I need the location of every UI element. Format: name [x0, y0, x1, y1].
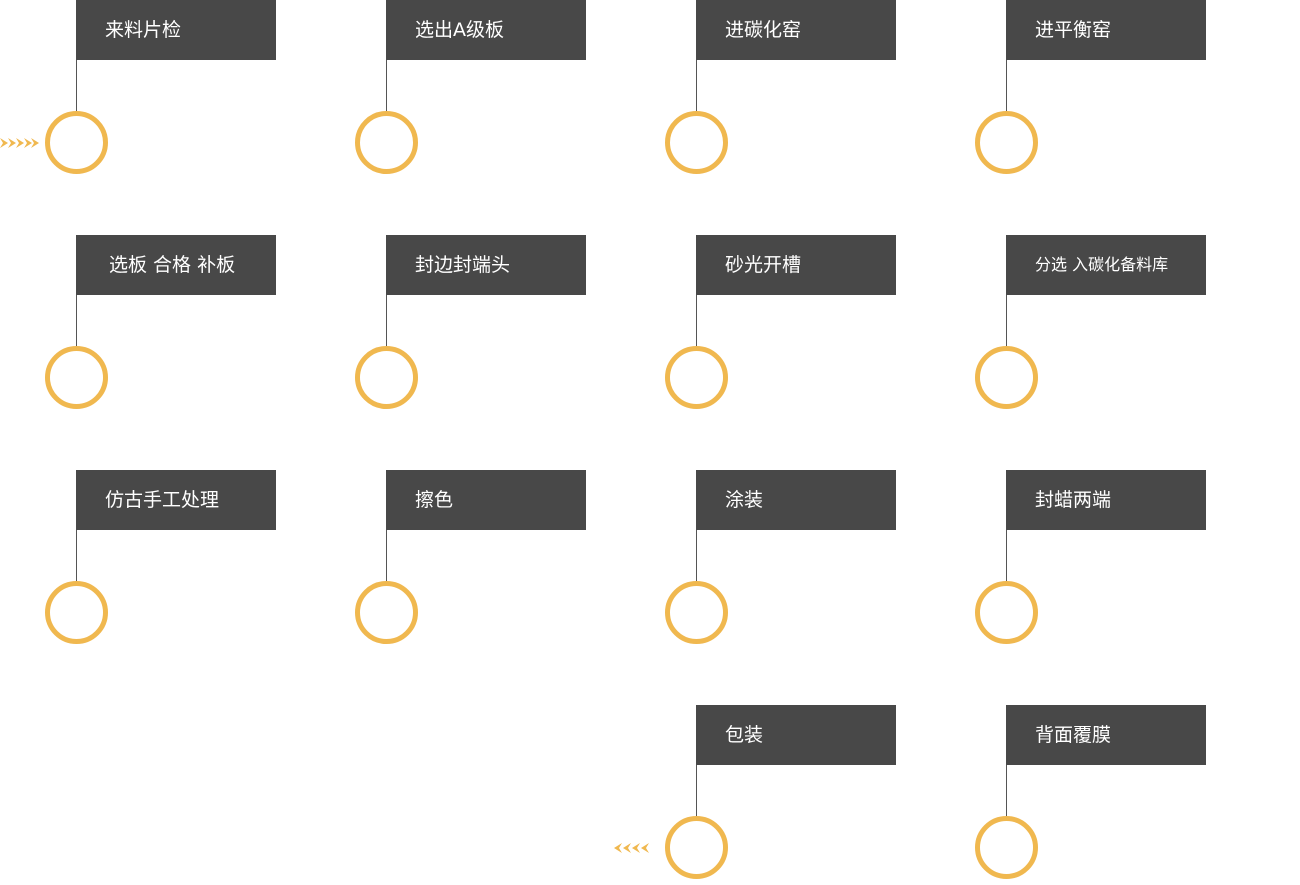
process-step-edge-sealing: 封边封端头 — [355, 235, 586, 415]
step-label-box: 进碳化窑 — [696, 0, 896, 60]
step-label-box: 包装 — [696, 705, 896, 765]
step-label-box: 涂装 — [696, 470, 896, 530]
process-step-incoming-inspection: 来料片检 — [45, 0, 276, 180]
process-step-sanding-grooving: 砂光开槽 — [665, 235, 896, 415]
process-step-balance-kiln: 进平衡窑 — [975, 0, 1206, 180]
step-label: 仿古手工处理 — [105, 488, 220, 511]
connector-line — [1006, 530, 1007, 584]
step-node-circle — [975, 816, 1038, 879]
step-label-box: 背面覆膜 — [1006, 705, 1206, 765]
step-label-box: 仿古手工处理 — [76, 470, 276, 530]
connector-line — [696, 60, 697, 114]
connector-line — [386, 530, 387, 584]
step-node-circle — [45, 581, 108, 644]
connector-line — [76, 295, 77, 349]
step-label-box: 来料片检 — [76, 0, 276, 60]
connector-line — [386, 60, 387, 114]
process-step-select-a-grade: 选出A级板 — [355, 0, 586, 180]
step-label: 擦色 — [415, 488, 454, 511]
step-label: 进平衡窑 — [1035, 18, 1112, 41]
step-label-box: 进平衡窑 — [1006, 0, 1206, 60]
step-node-circle — [665, 346, 728, 409]
step-node-circle — [355, 111, 418, 174]
connector-line — [1006, 765, 1007, 819]
step-node-circle — [45, 111, 108, 174]
step-label: 包装 — [725, 723, 764, 746]
step-label-box: 砂光开槽 — [696, 235, 896, 295]
process-step-back-film: 背面覆膜 — [975, 705, 1206, 885]
connector-line — [1006, 295, 1007, 349]
step-label: 涂装 — [725, 488, 764, 511]
step-label: 封边封端头 — [415, 253, 511, 276]
connector-line — [696, 295, 697, 349]
step-label-box: 分选 入碳化备料库 — [1006, 235, 1206, 295]
process-step-wax-sealing: 封蜡两端 — [975, 470, 1206, 650]
step-node-circle — [975, 111, 1038, 174]
chevron-left-arrows-icon — [614, 841, 654, 855]
step-label-box: 选出A级板 — [386, 0, 586, 60]
step-label: 分选 入碳化备料库 — [1035, 255, 1169, 274]
connector-line — [386, 295, 387, 349]
step-label: 来料片检 — [105, 18, 182, 41]
step-node-circle — [45, 346, 108, 409]
connector-line — [696, 530, 697, 584]
step-node-circle — [665, 581, 728, 644]
process-step-color-wiping: 擦色 — [355, 470, 586, 650]
step-node-circle — [975, 346, 1038, 409]
step-node-circle — [665, 111, 728, 174]
connector-line — [76, 60, 77, 114]
step-node-circle — [665, 816, 728, 879]
connector-line — [696, 765, 697, 819]
process-step-packaging: 包装 — [665, 705, 896, 885]
step-label-box: 选板 合格 补板 — [76, 235, 276, 295]
step-label: 背面覆膜 — [1035, 723, 1112, 746]
step-label: 砂光开槽 — [725, 253, 802, 276]
step-label: 进碳化窑 — [725, 18, 802, 41]
step-label-box: 擦色 — [386, 470, 586, 530]
step-label: 选出A级板 — [415, 18, 504, 41]
step-label: 封蜡两端 — [1035, 488, 1112, 511]
step-node-circle — [355, 581, 418, 644]
connector-line — [1006, 60, 1007, 114]
process-step-coating: 涂装 — [665, 470, 896, 650]
process-step-carbonization-kiln: 进碳化窑 — [665, 0, 896, 180]
step-label-box: 封蜡两端 — [1006, 470, 1206, 530]
chevron-right-arrows-icon — [0, 136, 40, 150]
step-node-circle — [355, 346, 418, 409]
step-node-circle — [975, 581, 1038, 644]
process-step-sorting-storage: 分选 入碳化备料库 — [975, 235, 1206, 415]
step-label: 选板 合格 补板 — [109, 253, 236, 276]
step-label-box: 封边封端头 — [386, 235, 586, 295]
process-step-antique-handwork: 仿古手工处理 — [45, 470, 276, 650]
connector-line — [76, 530, 77, 584]
process-step-board-selection: 选板 合格 补板 — [45, 235, 276, 415]
